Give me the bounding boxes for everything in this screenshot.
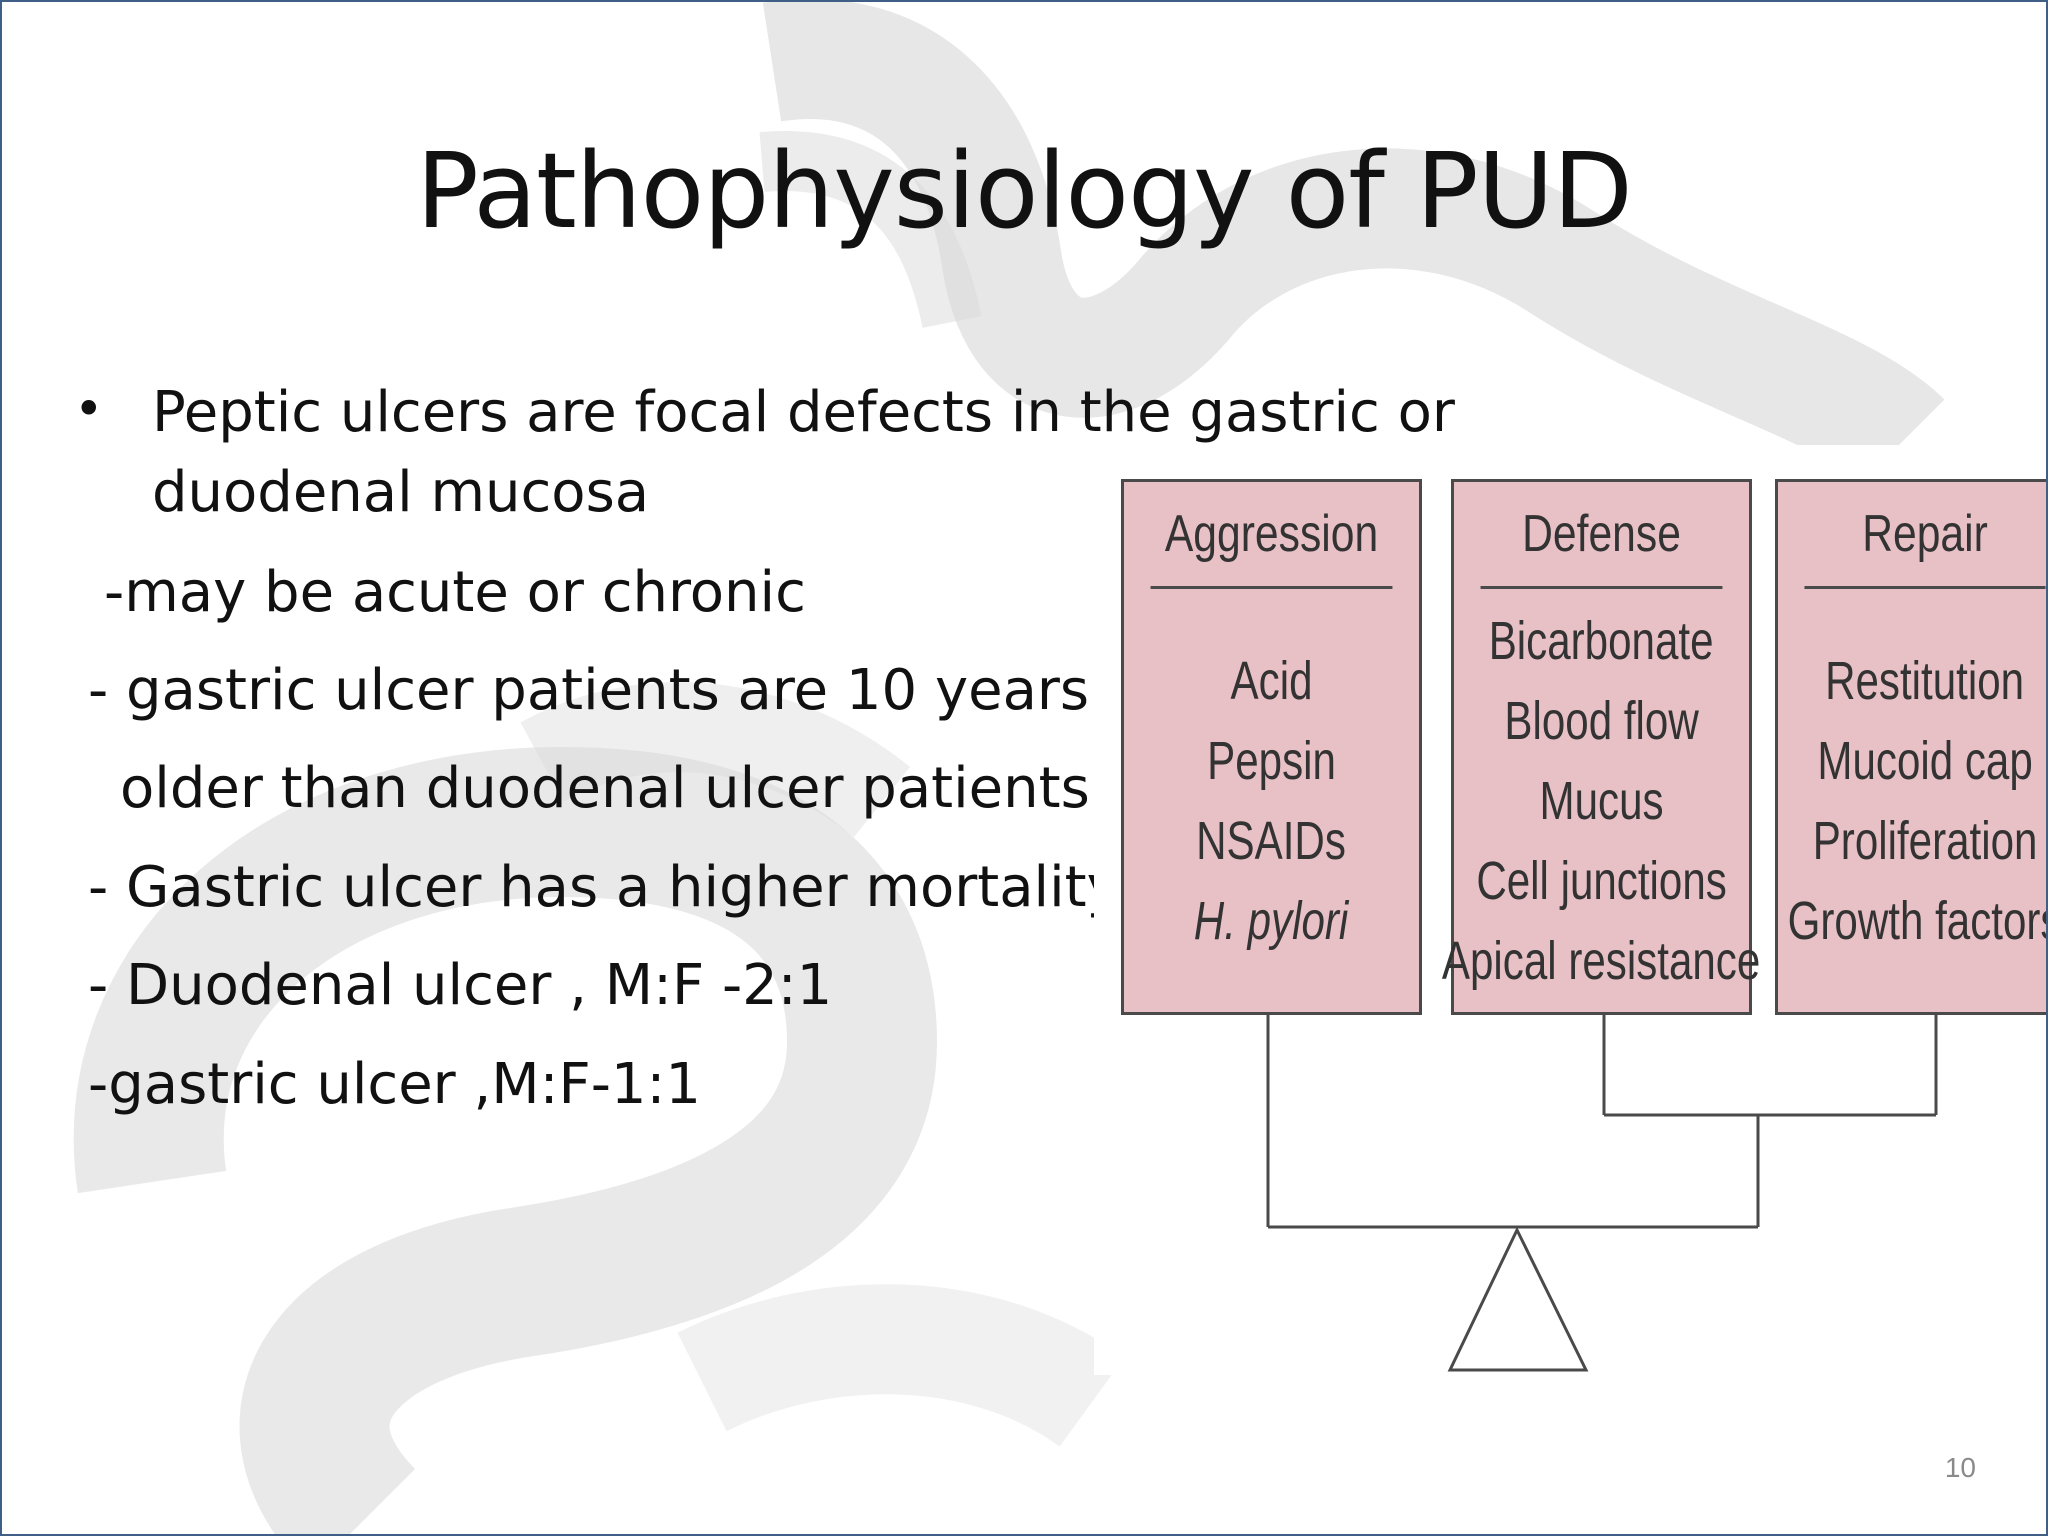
defense-item: Mucus	[1539, 771, 1664, 831]
defense-item: Cell junctions	[1476, 851, 1727, 911]
defense-item: Blood flow	[1504, 691, 1699, 751]
fulcrum-triangle	[1447, 1226, 1589, 1372]
sub-point-mortality: - Gastric ulcer has a higher mortality	[88, 855, 1120, 920]
sub-point-duodenal-ratio: - Duodenal ulcer , M:F -2:1	[88, 953, 833, 1018]
sub-point-gastric-ratio: -gastric ulcer ,M:F-1:1	[88, 1052, 702, 1117]
defense-item: Apical resistance	[1442, 931, 1761, 991]
repair-box: Repair Restitution Mucoid cap Proliferat…	[1775, 479, 2048, 1015]
aggression-items: Acid Pepsin NSAIDs H. pylori	[1124, 589, 1419, 1013]
aggression-box: Aggression Acid Pepsin NSAIDs H. pylori	[1121, 479, 1422, 1015]
repair-item: Growth factors	[1788, 891, 2048, 951]
balance-diagram: Aggression Acid Pepsin NSAIDs H. pylori …	[1094, 445, 2048, 1375]
repair-item: Mucoid cap	[1817, 731, 2033, 791]
sub-point-acute-chronic: -may be acute or chronic	[104, 560, 806, 625]
aggression-header: Aggression	[1150, 482, 1393, 589]
aggression-item: H. pylori	[1194, 891, 1349, 951]
defense-box: Defense Bicarbonate Blood flow Mucus Cel…	[1442, 479, 1761, 1015]
slide-title: Pathophysiology of PUD	[416, 130, 1633, 252]
bullet-line-1: Peptic ulcers are focal defects in the g…	[152, 380, 1455, 445]
sub-point-age-line-2: older than duodenal ulcer patients.	[120, 756, 1108, 821]
repair-item: Restitution	[1825, 651, 2025, 711]
aggression-item: Pepsin	[1207, 731, 1336, 791]
balance-scale	[1266, 1015, 1938, 1372]
aggression-item: NSAIDs	[1196, 811, 1347, 871]
repair-header: Repair	[1804, 482, 2046, 589]
page-number: 10	[1944, 1452, 1976, 1483]
bullet-line-2: duodenal mucosa	[152, 460, 650, 525]
defense-item: Bicarbonate	[1489, 611, 1714, 671]
repair-item: Proliferation	[1812, 811, 2038, 871]
sub-point-age-line-1: - gastric ulcer patients are 10 years	[88, 658, 1090, 723]
repair-items: Restitution Mucoid cap Proliferation Gro…	[1778, 589, 2048, 1013]
aggression-item: Acid	[1230, 651, 1313, 711]
defense-header: Defense	[1480, 482, 1723, 589]
bullet-marker: •	[74, 380, 104, 438]
defense-items: Bicarbonate Blood flow Mucus Cell juncti…	[1442, 589, 1760, 1013]
